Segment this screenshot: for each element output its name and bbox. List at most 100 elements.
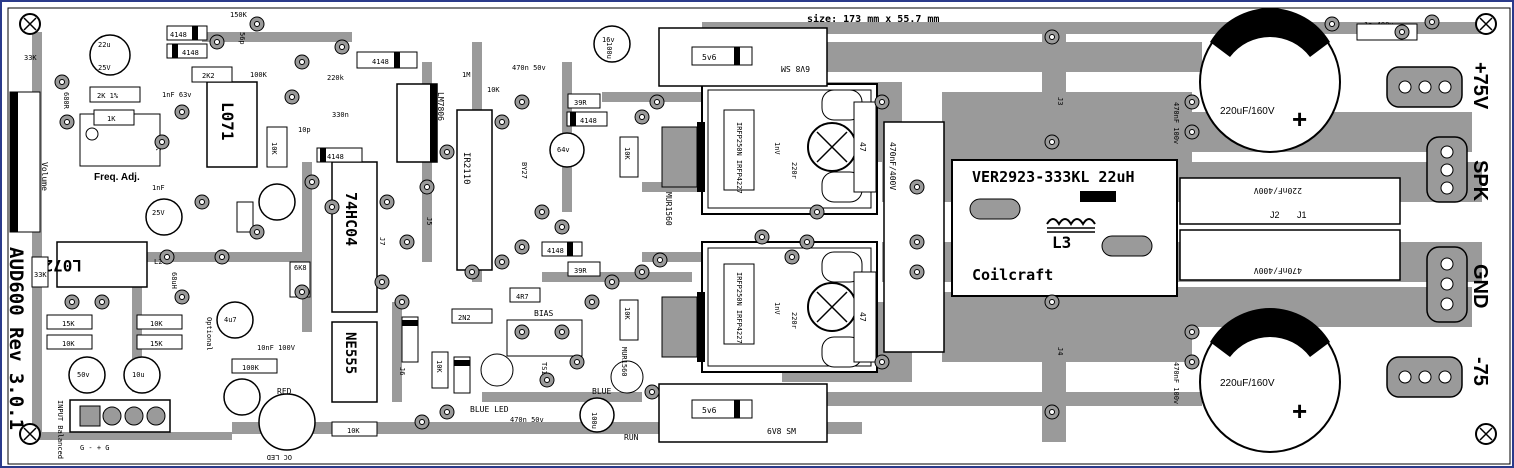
svg-text:10p: 10p [298, 126, 311, 134]
via-hole [559, 224, 565, 230]
svg-text:6K8: 6K8 [294, 264, 307, 272]
via-hole [419, 419, 425, 425]
via-hole [789, 254, 795, 260]
via-hole [519, 99, 525, 105]
via-hole [654, 99, 660, 105]
via-hole [384, 199, 390, 205]
via-hole [254, 21, 260, 27]
via-hole [1189, 129, 1195, 135]
svg-text:J1: J1 [1297, 210, 1307, 220]
via-hole [759, 234, 765, 240]
svg-text:100K: 100K [242, 364, 260, 372]
via-hole [559, 329, 565, 335]
svg-text:100K: 100K [250, 71, 268, 79]
svg-text:10nF 100V: 10nF 100V [257, 344, 296, 352]
via-hole [214, 39, 220, 45]
svg-text:6V8 SM: 6V8 SM [767, 427, 796, 436]
terminal-pads [1386, 66, 1468, 398]
svg-text:RUN: RUN [624, 433, 639, 442]
svg-text:RED: RED [277, 387, 292, 396]
via-hole [649, 389, 655, 395]
plus-mark-top: + [1292, 104, 1307, 134]
via-hole [69, 299, 75, 305]
via-hole [329, 204, 335, 210]
svg-text:470nF/400V: 470nF/400V [1254, 266, 1302, 275]
via-hole [299, 289, 305, 295]
svg-text:IRFP250N IRFP4227: IRFP250N IRFP4227 [735, 122, 743, 194]
ic-ir2110: IR2110 [456, 109, 493, 271]
ic-ne555: NE555 [331, 321, 378, 403]
via-hole [879, 99, 885, 105]
inductor-brand: Coilcraft [972, 266, 1053, 284]
cap-bottom-label: 220uF/160V [1220, 378, 1275, 389]
svg-text:L072: L072 [43, 256, 82, 275]
via-hole [159, 139, 165, 145]
big-capacitor-bottom: 220uF/160V + [1199, 308, 1341, 453]
regulator-lm7806: LM7806 [396, 83, 445, 163]
via-hole [544, 377, 550, 383]
svg-text:J2: J2 [1270, 210, 1280, 220]
svg-text:16v: 16v [602, 36, 615, 44]
svg-text:5v6: 5v6 [702, 406, 717, 415]
inductor-part-number: VER2923-333KL 22uH [972, 168, 1135, 186]
svg-text:NE555: NE555 [342, 332, 358, 374]
svg-text:470nF 100v: 470nF 100v [1172, 102, 1180, 144]
via-hole [639, 269, 645, 275]
svg-text:BLUE LED: BLUE LED [470, 405, 509, 414]
via-hole [399, 299, 405, 305]
svg-text:4148: 4148 [170, 31, 187, 39]
terminal-neg75: -75 [1469, 357, 1491, 386]
via-hole [219, 254, 225, 260]
svg-text:BIAS: BIAS [534, 309, 553, 318]
svg-text:LM7806: LM7806 [436, 92, 445, 121]
svg-text:10K: 10K [150, 320, 163, 328]
terminal-gnd: GND [1469, 264, 1491, 308]
film-cap-470n: 470nF/400V [1179, 229, 1401, 281]
via-hole [164, 254, 170, 260]
via-hole [539, 209, 545, 215]
svg-text:IRFP250N IRFP4227: IRFP250N IRFP4227 [735, 272, 743, 344]
svg-text:MUR1560: MUR1560 [664, 192, 673, 226]
svg-text:MUR1560: MUR1560 [620, 347, 628, 377]
ic-l072: L072 [43, 241, 148, 288]
via-hole [1399, 29, 1405, 35]
terminal-pos75: +75V [1469, 62, 1491, 110]
via-hole [59, 79, 65, 85]
svg-text:BLUE: BLUE [592, 387, 611, 396]
svg-text:Volume: Volume [40, 162, 49, 191]
via-hole [879, 359, 885, 365]
via-hole [814, 209, 820, 215]
svg-text:47: 47 [858, 142, 867, 152]
svg-text:470nF 100v: 470nF 100v [1172, 362, 1180, 404]
via-hole [574, 359, 580, 365]
via-hole [1189, 99, 1195, 105]
ic-74hc04: 74HC04 [331, 161, 378, 313]
svg-text:25V: 25V [98, 64, 111, 72]
zener-bottom: 5v6 6V8 SM [658, 383, 828, 443]
svg-text:10K: 10K [347, 427, 360, 435]
via-hole [499, 119, 505, 125]
svg-text:4148: 4148 [547, 247, 564, 255]
svg-text:4u7: 4u7 [224, 316, 237, 324]
svg-text:2N2: 2N2 [458, 314, 471, 322]
svg-text:4148: 4148 [580, 117, 597, 125]
svg-text:100u: 100u [590, 412, 598, 429]
via-hole [609, 279, 615, 285]
mounting-holes [19, 13, 1497, 445]
terminal-spk: SPK [1469, 160, 1491, 202]
svg-text:INPUT Balanced: INPUT Balanced [56, 400, 64, 459]
svg-text:1nF 63v: 1nF 63v [162, 91, 192, 99]
svg-text:1nF: 1nF [152, 184, 165, 192]
via-hole [1049, 34, 1055, 40]
via-hole [914, 184, 920, 190]
svg-text:15K: 15K [150, 340, 163, 348]
film-cap-220n: 220nF/400V J2 J1 [1179, 177, 1401, 225]
via-hole [1429, 19, 1435, 25]
svg-text:64v: 64v [557, 146, 570, 154]
board-title: AUD600 Rev 3.0.1 [5, 247, 27, 430]
svg-text:G - + G: G - + G [80, 444, 110, 452]
mosfet-bottom: IRFP250N IRFP4227 [661, 241, 878, 373]
via-hole [1049, 409, 1055, 415]
via-hole [589, 299, 595, 305]
